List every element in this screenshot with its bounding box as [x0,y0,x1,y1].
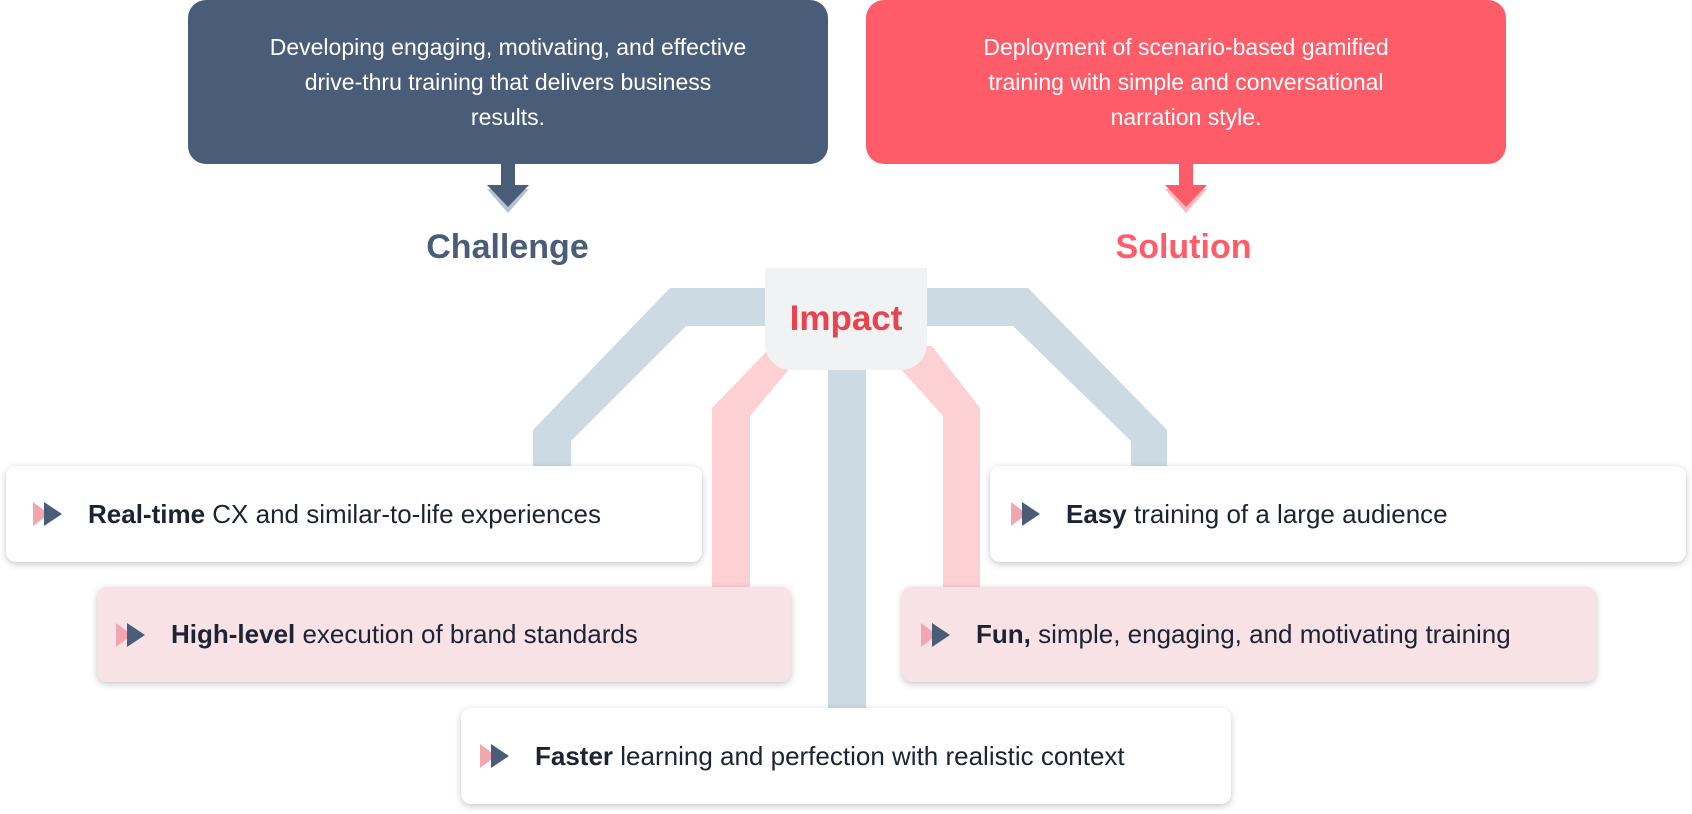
result-rest: CX and similar-to-life experiences [205,498,601,529]
connector-left-inner [712,346,812,590]
solution-description-box: Deployment of scenario-based gamified tr… [866,0,1506,164]
double-play-marker-icon [480,744,509,768]
double-play-marker-icon [33,502,62,526]
double-play-marker-icon [1011,502,1040,526]
connector-right-inner [880,346,980,590]
result-card-easy: Easy training of a large audience [990,466,1686,562]
double-play-marker-icon [116,622,145,647]
result-text: High-level execution of brand standards [171,619,638,650]
result-bold-keyword: High-level [171,619,296,649]
result-card-fun: Fun, simple, engaging, and motivating tr… [902,587,1596,682]
challenge-down-arrow-icon [487,163,529,213]
result-bold-keyword: Faster [535,740,614,771]
result-text: Faster learning and perfection with real… [535,741,1125,772]
result-text: Real-time CX and similar-to-life experie… [88,499,601,530]
result-bold-keyword: Real-time [88,498,206,529]
challenge-description: Developing engaging, motivating, and eff… [269,33,747,130]
challenge-heading: Challenge [426,228,589,266]
result-card-real-time: Real-time CX and similar-to-life experie… [6,466,702,562]
impact-heading-box: Impact [765,268,927,370]
result-rest: learning and perfection with realistic c… [613,740,1125,771]
connector-left-outer [533,288,770,470]
double-play-marker-icon [921,622,950,647]
result-rest: training of a large audience [1126,498,1448,529]
result-card-faster: Faster learning and perfection with real… [461,708,1231,804]
result-text: Fun, simple, engaging, and motivating tr… [976,619,1511,650]
challenge-description-box: Developing engaging, motivating, and eff… [188,0,828,164]
connector-center-trunk [828,366,866,713]
result-bold-keyword: Fun, [976,619,1031,649]
impact-heading: Impact [789,299,903,338]
result-rest: execution of brand standards [295,619,638,649]
result-bold-keyword: Easy [1066,498,1127,529]
solution-heading: Solution [1115,228,1252,266]
result-rest: simple, engaging, and motivating trainin… [1030,619,1511,649]
solution-description: Deployment of scenario-based gamified tr… [983,33,1389,130]
result-card-high-level: High-level execution of brand standards [97,587,791,682]
result-text: Easy training of a large audience [1066,499,1448,530]
solution-down-arrow-icon [1165,163,1207,213]
connector-right-outer [925,288,1167,470]
